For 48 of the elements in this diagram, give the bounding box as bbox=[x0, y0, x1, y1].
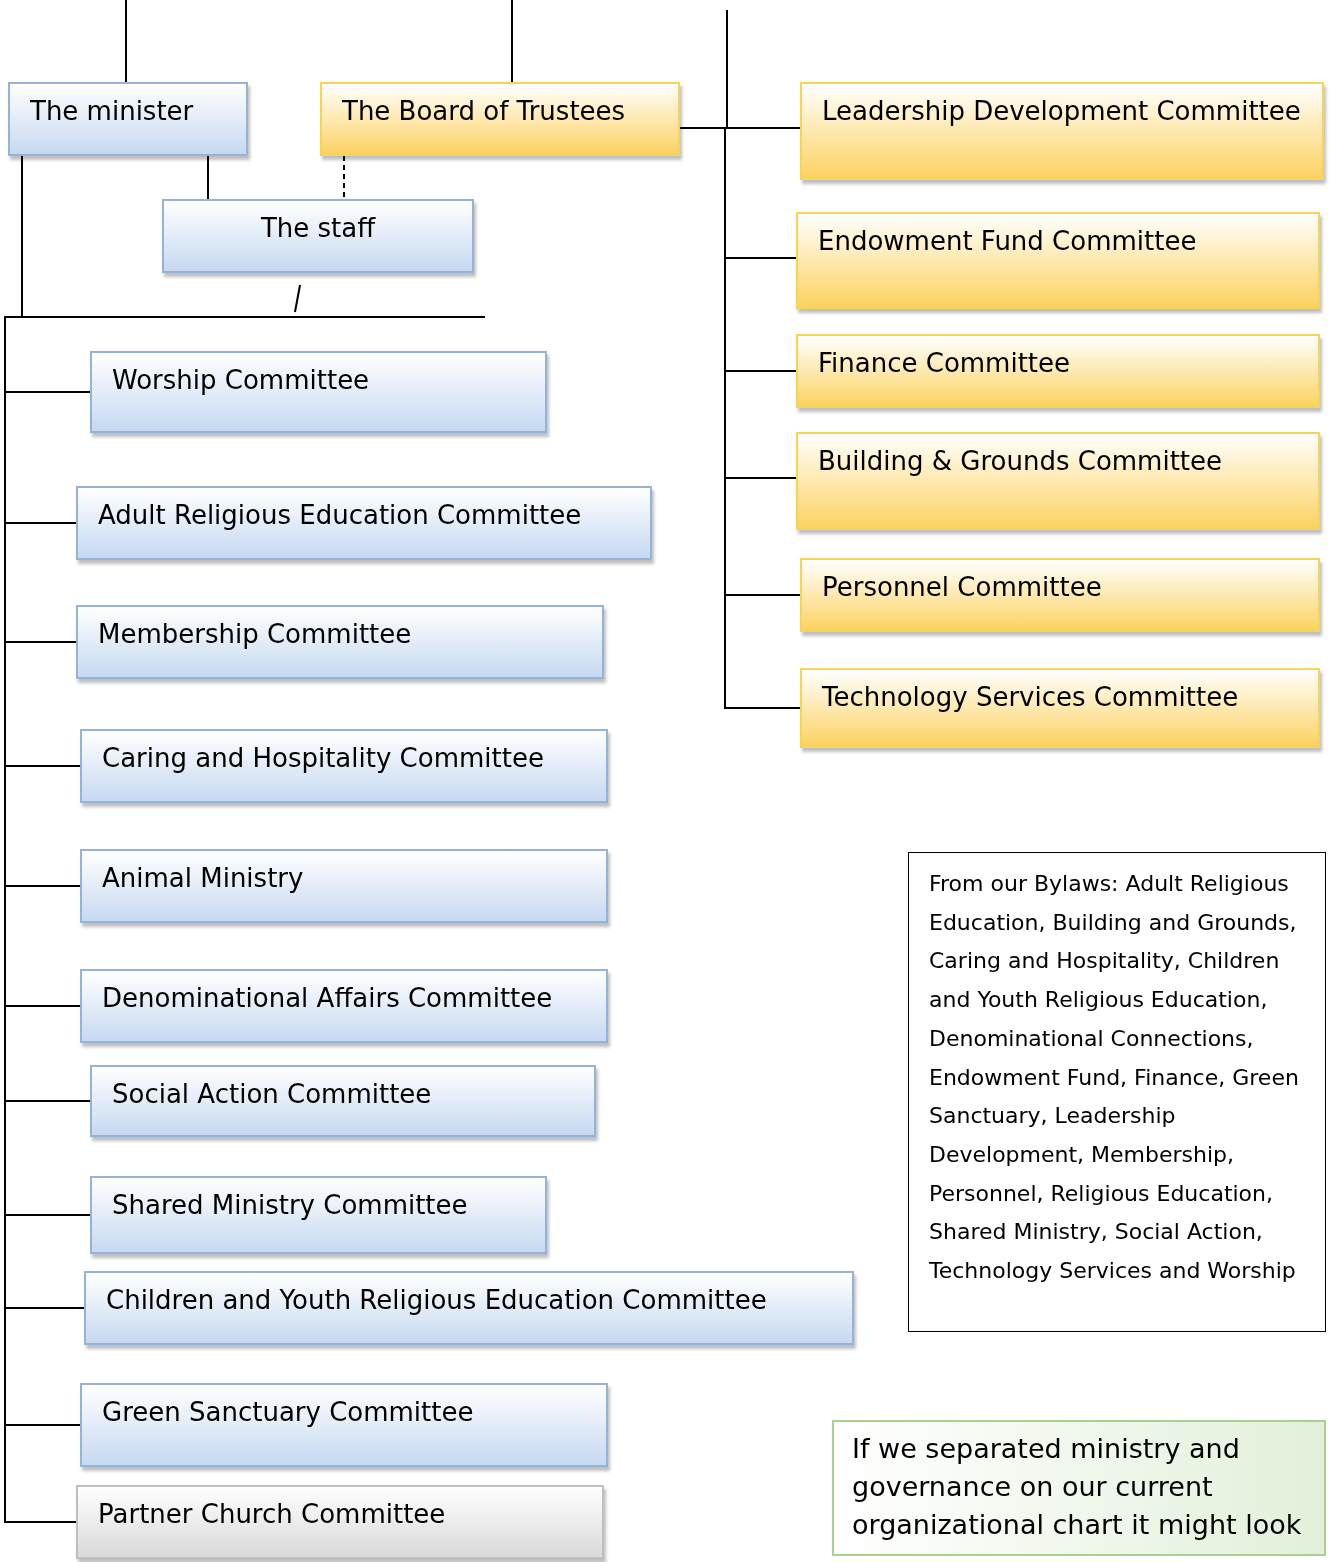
committee-box bbox=[796, 432, 1320, 530]
connector-line bbox=[511, 0, 513, 83]
box-text: Partner Church Committee bbox=[98, 1499, 446, 1529]
box-text: The staff bbox=[260, 213, 376, 243]
committee-box bbox=[80, 1383, 608, 1467]
committee-box bbox=[76, 605, 604, 679]
box-text: Finance Committee bbox=[818, 348, 1071, 378]
committee-box bbox=[80, 969, 608, 1043]
committee-box bbox=[8, 82, 248, 156]
box-text: From our Bylaws: Adult Religious Education, Building and Grounds, Caring and Hospitality, Children and Youth Religious Education, Denominational Connections, Endowment Fund, Finance, Green Sanctuary, Leadership Development, Membership, Personnel, Religious Education, Shared Ministry, Social Action, Technology Services and Worship bbox=[929, 870, 1300, 1286]
committee-box bbox=[80, 849, 608, 923]
box-text: Endowment Fund Committee bbox=[818, 226, 1197, 256]
box-text: Shared Ministry Committee bbox=[112, 1190, 468, 1220]
box-text: Denominational Affairs Committee bbox=[102, 983, 553, 1013]
box-text: Leadership Development Committee bbox=[822, 96, 1301, 126]
box-text: Membership Committee bbox=[98, 619, 412, 649]
box-text: Animal Ministry bbox=[102, 863, 304, 893]
committee-box bbox=[320, 82, 680, 156]
box-text: If we separated ministry and governance on our current organizational chart it might look bbox=[852, 1432, 1303, 1542]
committee-box bbox=[80, 729, 608, 803]
committee-box bbox=[90, 351, 547, 433]
committee-box bbox=[162, 199, 474, 273]
box-text: Personnel Committee bbox=[822, 572, 1102, 602]
box-text: Technology Services Committee bbox=[822, 682, 1239, 712]
box-text: The Board of Trustees bbox=[342, 96, 626, 126]
note-box bbox=[908, 852, 1326, 1332]
committee-box bbox=[800, 558, 1320, 632]
box-text: Social Action Committee bbox=[112, 1079, 432, 1109]
committee-box bbox=[800, 668, 1320, 748]
connector-line bbox=[125, 0, 127, 83]
dashed-connector bbox=[343, 155, 345, 200]
committee-box bbox=[90, 1065, 596, 1137]
committee-box bbox=[90, 1176, 547, 1254]
box-text: Caring and Hospitality Committee bbox=[102, 743, 544, 773]
box-text: Children and Youth Religious Education Committee bbox=[106, 1285, 767, 1315]
box-text: Green Sanctuary Committee bbox=[102, 1397, 474, 1427]
callout-box bbox=[832, 1420, 1326, 1556]
box-text: The minister bbox=[30, 96, 194, 126]
committee-box bbox=[800, 82, 1324, 180]
box-text: Adult Religious Education Committee bbox=[98, 500, 582, 530]
committee-box bbox=[84, 1271, 854, 1345]
committee-box bbox=[796, 334, 1320, 408]
box-text: Building & Grounds Committee bbox=[818, 446, 1223, 476]
committee-box bbox=[796, 212, 1320, 309]
committee-box bbox=[76, 1485, 604, 1559]
committee-box bbox=[76, 486, 652, 560]
box-text: Worship Committee bbox=[112, 365, 370, 395]
connector-line bbox=[207, 155, 209, 200]
